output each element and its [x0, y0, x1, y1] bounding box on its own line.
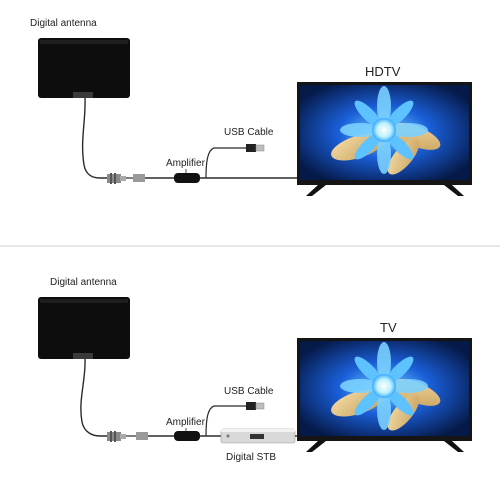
- bottom-amplifier-icon: [174, 431, 200, 441]
- bottom-antenna-label: Digital antenna: [50, 277, 117, 288]
- top-usb-cable: [205, 147, 246, 179]
- top-coax-connector-2: [133, 174, 145, 182]
- bottom-stb-label: Digital STB: [226, 452, 276, 463]
- bottom-diagram: Digital antenna Amplifier USB Cable: [38, 277, 472, 463]
- top-tv-label: HDTV: [365, 64, 401, 79]
- top-antenna-label: Digital antenna: [30, 18, 97, 29]
- bottom-antenna-cable: [80, 358, 108, 437]
- top-diagram: Digital antenna Amplifier USB Cable: [30, 18, 472, 196]
- bottom-coax-connector-2: [136, 432, 148, 440]
- top-coax-connector-icon: [107, 173, 126, 184]
- bottom-tv-icon: [297, 338, 472, 452]
- top-usb-label: USB Cable: [224, 127, 274, 138]
- bottom-amplifier-label: Amplifier: [166, 417, 206, 428]
- bottom-coax-connector-icon: [107, 431, 126, 442]
- top-amplifier-label: Amplifier: [166, 158, 206, 169]
- bottom-usb-label: USB Cable: [224, 386, 274, 397]
- top-tv-icon: [297, 82, 472, 196]
- bottom-antenna-icon: [38, 297, 130, 359]
- top-usb-plug-icon: [246, 144, 265, 152]
- bottom-set-top-box-icon: [220, 428, 296, 444]
- top-amplifier-icon: [174, 173, 200, 183]
- top-antenna-icon: [38, 38, 130, 98]
- top-antenna-cable: [81, 97, 108, 179]
- bottom-usb-plug-icon: [246, 402, 265, 410]
- bottom-tv-label: TV: [380, 320, 397, 335]
- bottom-usb-cable: [205, 405, 246, 437]
